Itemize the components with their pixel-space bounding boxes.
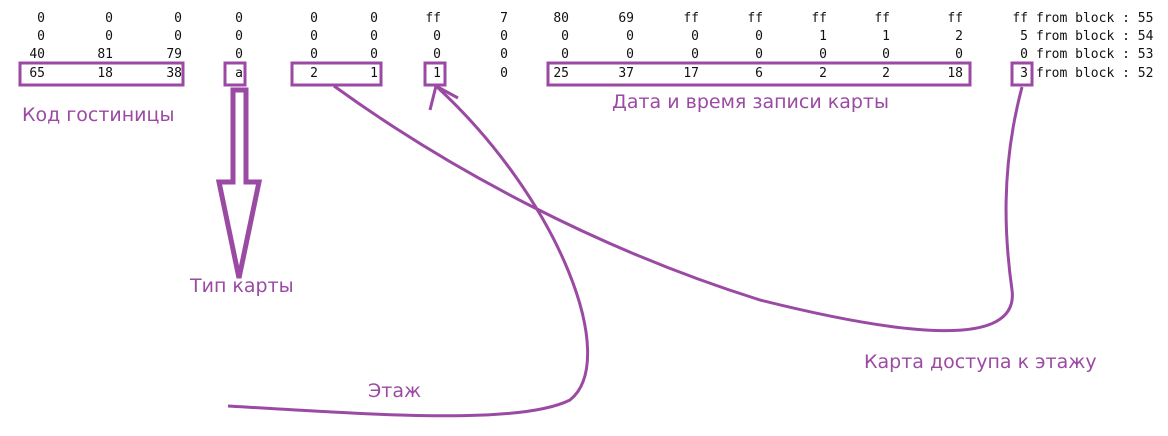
- byte-cell: ff: [425, 11, 441, 26]
- byte-cell: 37: [618, 66, 634, 81]
- highlight-datetime: [546, 61, 972, 87]
- byte-cell: 0: [882, 47, 890, 62]
- byte-cell: 1: [819, 29, 827, 44]
- byte-cell: 5: [1020, 29, 1028, 44]
- byte-cell: ff: [874, 11, 890, 26]
- highlight-floor: [423, 61, 447, 87]
- byte-cell: 0: [310, 11, 318, 26]
- byte-cell: 3: [1020, 66, 1028, 81]
- down-arrow-card-type: [215, 87, 263, 279]
- byte-cell: 2: [882, 66, 890, 81]
- row-source-label: from block : 54: [1036, 29, 1154, 44]
- label-floor: Этаж: [368, 380, 422, 402]
- byte-cell: 2: [819, 66, 827, 81]
- byte-cell: 0: [1020, 47, 1028, 62]
- byte-cell: 18: [947, 66, 963, 81]
- row-source-label: from block : 52: [1036, 66, 1154, 81]
- byte-cell: 0: [370, 11, 378, 26]
- hex-dump: 0 0 0 0 0 0 ff 7 80 69 ff ff ff ff ff ff from block : 55…: [0, 0, 1168, 90]
- row-source-label: from block : 53: [1036, 47, 1154, 62]
- byte-cell: 38: [166, 66, 182, 81]
- byte-cell: 0: [561, 47, 569, 62]
- byte-cell: 40: [29, 47, 45, 62]
- byte-cell: 0: [174, 29, 182, 44]
- byte-cell: 0: [310, 29, 318, 44]
- byte-cell: 7: [500, 11, 508, 26]
- byte-cell: 0: [755, 47, 763, 62]
- byte-cell: 65: [29, 66, 45, 81]
- byte-cell: 0: [370, 47, 378, 62]
- byte-cell: 0: [37, 11, 45, 26]
- byte-cell: 0: [370, 29, 378, 44]
- byte-cell: ff: [947, 11, 963, 26]
- byte-cell: 79: [166, 47, 182, 62]
- byte-cell: 0: [626, 47, 634, 62]
- byte-cell: 0: [755, 29, 763, 44]
- byte-cell: 0: [955, 47, 963, 62]
- byte-cell: 2: [955, 29, 963, 44]
- byte-cell: ff: [1012, 11, 1028, 26]
- byte-cell: 0: [626, 29, 634, 44]
- curve-floor-access: [333, 84, 1024, 333]
- byte-cell: 81: [97, 47, 113, 62]
- highlight-hotel-code: [18, 61, 185, 87]
- label-floor-access: Карта доступа к этажу: [864, 351, 1097, 373]
- byte-cell: 0: [691, 29, 699, 44]
- highlight-floor-bytes: [290, 61, 383, 87]
- arrowhead-floor: [428, 83, 459, 111]
- byte-cell: 0: [433, 29, 441, 44]
- byte-cell: 0: [235, 11, 243, 26]
- byte-cell: 0: [433, 47, 441, 62]
- byte-cell: 0: [819, 47, 827, 62]
- highlight-card-type: [223, 61, 247, 87]
- byte-cell: 0: [235, 29, 243, 44]
- byte-cell: 0: [561, 29, 569, 44]
- byte-cell: 2: [310, 66, 318, 81]
- byte-cell: ff: [747, 11, 763, 26]
- byte-cell: 1: [882, 29, 890, 44]
- byte-cell: 0: [174, 11, 182, 26]
- byte-cell: a: [235, 66, 243, 81]
- label-datetime: Дата и время записи карты: [612, 91, 889, 113]
- byte-cell: 0: [310, 47, 318, 62]
- label-hotel-code: Код гостиницы: [22, 104, 175, 126]
- byte-cell: 0: [500, 47, 508, 62]
- curve-floor: [227, 84, 590, 418]
- highlight-floor-access: [1010, 61, 1034, 87]
- row-source-label: from block : 55: [1036, 11, 1154, 26]
- byte-cell: 1: [433, 66, 441, 81]
- byte-cell: ff: [683, 11, 699, 26]
- byte-cell: 0: [105, 11, 113, 26]
- byte-cell: ff: [811, 11, 827, 26]
- byte-cell: 1: [370, 66, 378, 81]
- byte-cell: 18: [97, 66, 113, 81]
- byte-cell: 0: [105, 29, 113, 44]
- byte-cell: 0: [37, 29, 45, 44]
- byte-cell: 80: [553, 11, 569, 26]
- byte-cell: 69: [618, 11, 634, 26]
- byte-cell: 0: [500, 66, 508, 81]
- label-card-type: Тип карты: [190, 275, 294, 297]
- byte-cell: 0: [500, 29, 508, 44]
- byte-cell: 6: [755, 66, 763, 81]
- byte-cell: 25: [553, 66, 569, 81]
- byte-cell: 17: [683, 66, 699, 81]
- byte-cell: 0: [235, 47, 243, 62]
- byte-cell: 0: [691, 47, 699, 62]
